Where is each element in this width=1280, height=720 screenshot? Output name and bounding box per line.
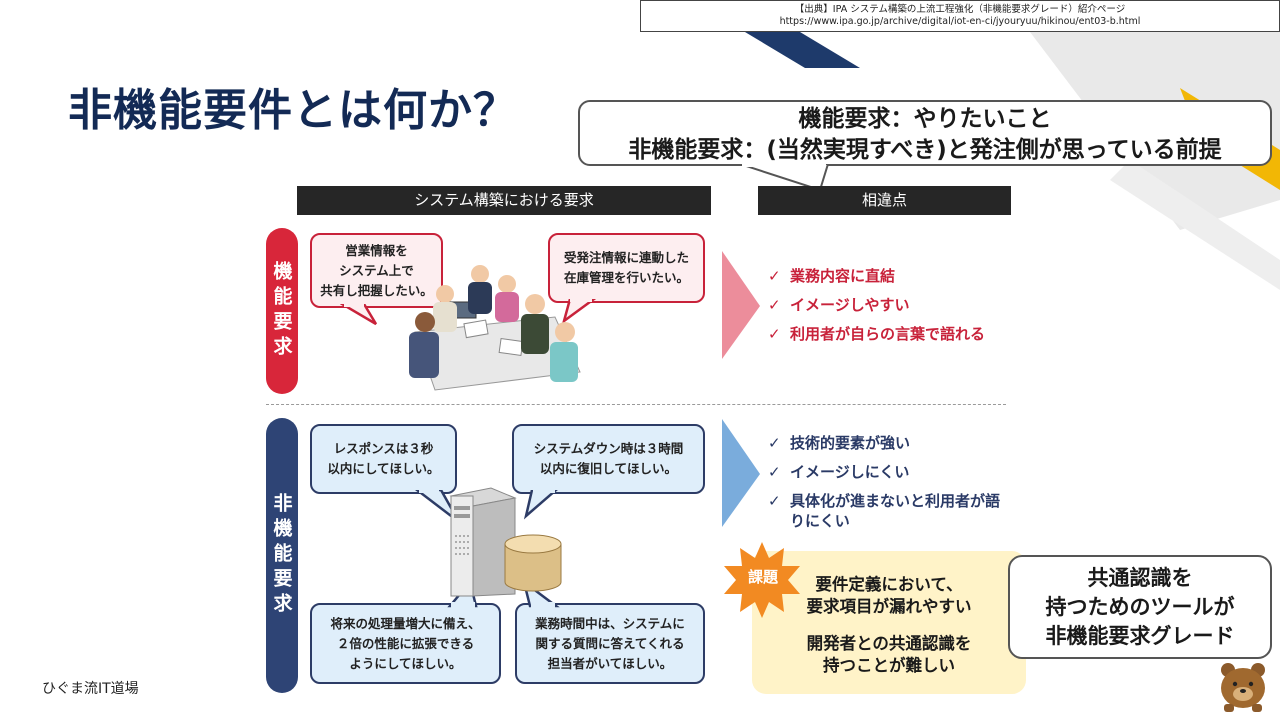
callout-line-functional: 機能要求：やりたいこと (798, 106, 1052, 132)
footer-brand: ひぐま流IT道場 (42, 681, 139, 697)
source-url: https://www.ipa.go.jp/archive/digital/io… (779, 16, 1141, 27)
speech-bubble-functional-2: 受発注情報に連動した 在庫管理を行いたい。 (548, 233, 705, 303)
nonfunctional-chevron (722, 419, 760, 527)
burst-icon (724, 542, 800, 618)
definition-callout: 機能要求：やりたいこと 非機能要求：(当然実現すべき)と発注側が思っている前提 (578, 100, 1272, 166)
nonfunctional-label: 非機能要求 (266, 418, 298, 693)
list-item: ✓イメージしにくい (768, 463, 910, 481)
check-icon: ✓ (768, 434, 781, 452)
tool-line-2: 持つためのツールが (1045, 595, 1235, 619)
speech-bubble-nonfunctional-4: 業務時間中は、システムに 関する質問に答えてくれる 担当者がいてほしい。 (515, 603, 705, 684)
bubble-tail (523, 490, 558, 520)
check-icon: ✓ (768, 267, 781, 285)
functional-label: 機能要求 (266, 228, 298, 394)
callout-line-nonfunctional: 非機能要求：(当然実現すべき)と発注側が思っている前提 (628, 137, 1222, 163)
speech-bubble-functional-1: 営業情報を システム上で 共有し把握したい。 (310, 233, 443, 308)
source-citation: 【出典】IPA システム構築の上流工程強化（非機能要求グレード）紹介ページ ht… (640, 0, 1280, 32)
source-title: 【出典】IPA システム構築の上流工程強化（非機能要求グレード）紹介ページ (794, 4, 1126, 15)
functional-chevron (722, 251, 760, 359)
speech-bubble-nonfunctional-1: レスポンスは３秒 以内にしてほしい。 (310, 424, 457, 494)
issue-note: 要件定義において、要求項目が漏れやすい 開発者との共通認識を持つことが難しい (752, 551, 1026, 694)
check-icon: ✓ (768, 492, 781, 510)
speech-bubble-nonfunctional-3: 将来の処理量増大に備え、 ２倍の性能に拡張できる ようにしてほしい。 (310, 603, 501, 684)
bear-mascot-icon (1221, 663, 1265, 712)
issue-text-1: 要件定義において、要求項目が漏れやすい (806, 575, 972, 616)
header-requirements: システム構築における要求 (297, 186, 711, 215)
speech-bubble-nonfunctional-2: システムダウン時は３時間 以内に復旧してほしい。 (512, 424, 705, 494)
header-differences: 相違点 (758, 186, 1011, 215)
nonfunctional-points: ✓技術的要素が強い ✓イメージしにくい ✓具体化が進まないと利用者が語りにくい (768, 433, 1013, 540)
bubble-tail (415, 490, 461, 523)
tool-line-1: 共通認識を (1087, 566, 1193, 590)
list-item: ✓利用者が自らの言葉で語れる (768, 325, 986, 343)
check-icon: ✓ (768, 296, 781, 314)
list-item: ✓技術的要素が強い (768, 434, 911, 452)
section-divider (266, 404, 1006, 405)
list-item: ✓業務内容に直結 (768, 267, 896, 285)
page-title: 非機能要件とは何か？ (68, 85, 518, 136)
bubble-tail (561, 299, 597, 325)
tool-line-3: 非機能要求グレード (1045, 624, 1235, 648)
callout-tail (740, 164, 830, 192)
check-icon: ✓ (768, 325, 781, 343)
list-item: ✓イメージしやすい (768, 296, 910, 314)
issue-badge: 課題 (747, 568, 778, 586)
check-icon: ✓ (768, 463, 781, 481)
functional-points: ✓業務内容に直結 ✓イメージしやすい ✓利用者が自らの言葉で語れる (768, 266, 1008, 353)
tool-callout: 共通認識を 持つためのツールが 非機能要求グレード (1008, 555, 1272, 659)
meeting-illustration (409, 265, 581, 391)
list-item: ✓具体化が進まないと利用者が語りにくい (768, 492, 1001, 530)
issue-text-2: 開発者との共通認識を持つことが難しい (806, 634, 972, 675)
server-database-illustration (449, 487, 562, 597)
bubble-tail (340, 304, 378, 326)
